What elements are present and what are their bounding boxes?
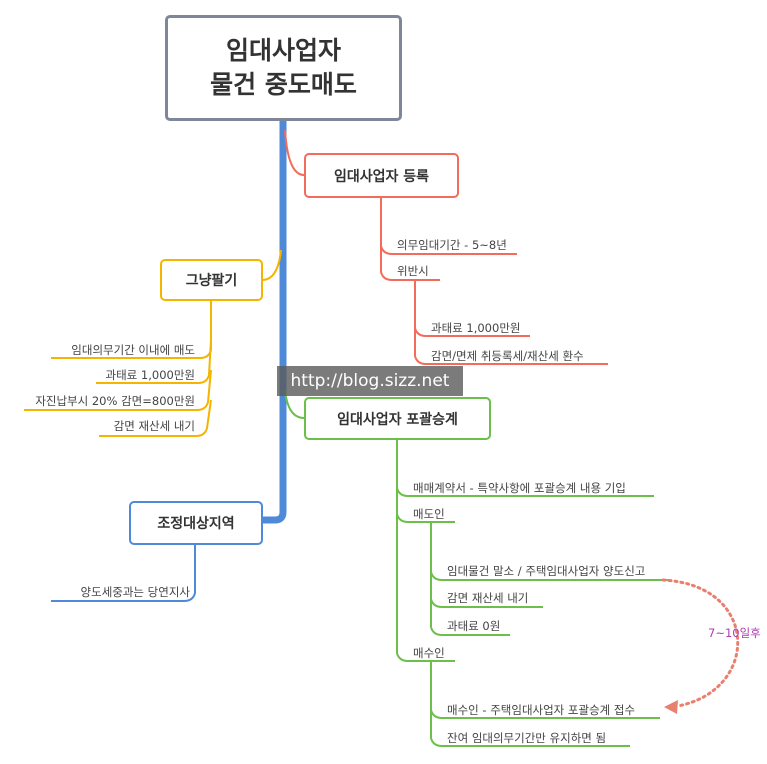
sell-item[interactable]: 감면 재산세 내기: [113, 419, 195, 433]
trunk-line: [262, 120, 287, 524]
register-item[interactable]: 의무임대기간 - 5~8년: [397, 238, 507, 252]
arrow-head-icon: [664, 700, 678, 714]
adjust-title: 조정대상지역: [157, 516, 235, 532]
succession-title: 임대사업자 포괄승계: [337, 411, 458, 428]
root-node[interactable]: 임대사업자 물건 중도매도: [165, 15, 402, 121]
register-node[interactable]: 임대사업자 등록: [304, 153, 459, 198]
sell-node[interactable]: 그냥팔기: [160, 259, 263, 301]
seller-item[interactable]: 감면 재산세 내기: [447, 591, 529, 605]
watermark: http://blog.sizz.net: [277, 366, 463, 396]
arrow-label: 7~10일후: [708, 626, 761, 640]
buyer-item[interactable]: 잔여 임대의무기간만 유지하면 됨: [447, 731, 607, 745]
root-title-line2: 물건 중도매도: [210, 70, 357, 99]
adjust-node[interactable]: 조정대상지역: [129, 501, 263, 545]
seller-item[interactable]: 과태료 0원: [447, 619, 501, 633]
succession-item[interactable]: 매수인: [413, 646, 445, 660]
dotted-arrow: [661, 578, 740, 708]
sell-title: 그냥팔기: [185, 273, 238, 289]
violation-item[interactable]: 과태료 1,000만원: [431, 321, 521, 335]
sell-connector: [261, 249, 282, 281]
sell-item[interactable]: 임대의무기간 이내에 매도: [71, 343, 195, 357]
sell-branch: [24, 300, 212, 437]
succession-item[interactable]: 매매계약서 - 특약사항에 포괄승계 내용 기입: [413, 481, 626, 495]
register-branch: [380, 197, 608, 365]
adjust-branch: [51, 544, 196, 602]
succession-node[interactable]: 임대사업자 포괄승계: [304, 397, 491, 440]
register-item[interactable]: 위반시: [397, 264, 429, 278]
seller-item[interactable]: 임대물건 말소 / 주택임대사업자 양도신고: [447, 564, 646, 578]
buyer-item[interactable]: 매수인 - 주택임대사업자 포괄승계 접수: [447, 703, 636, 717]
violation-item[interactable]: 감면/면제 취등록세/재산세 환수: [431, 349, 584, 363]
register-title: 임대사업자 등록: [333, 168, 430, 185]
root-title-line1: 임대사업자: [225, 36, 341, 65]
succession-item[interactable]: 매도인: [413, 507, 445, 521]
adjust-item[interactable]: 양도세중과는 당연지사: [80, 585, 190, 599]
sell-item[interactable]: 자진납부시 20% 감면=800만원: [35, 394, 195, 408]
succession-branch: [396, 439, 670, 747]
sell-item[interactable]: 과태료 1,000만원: [105, 368, 195, 382]
register-connector: [284, 129, 305, 176]
